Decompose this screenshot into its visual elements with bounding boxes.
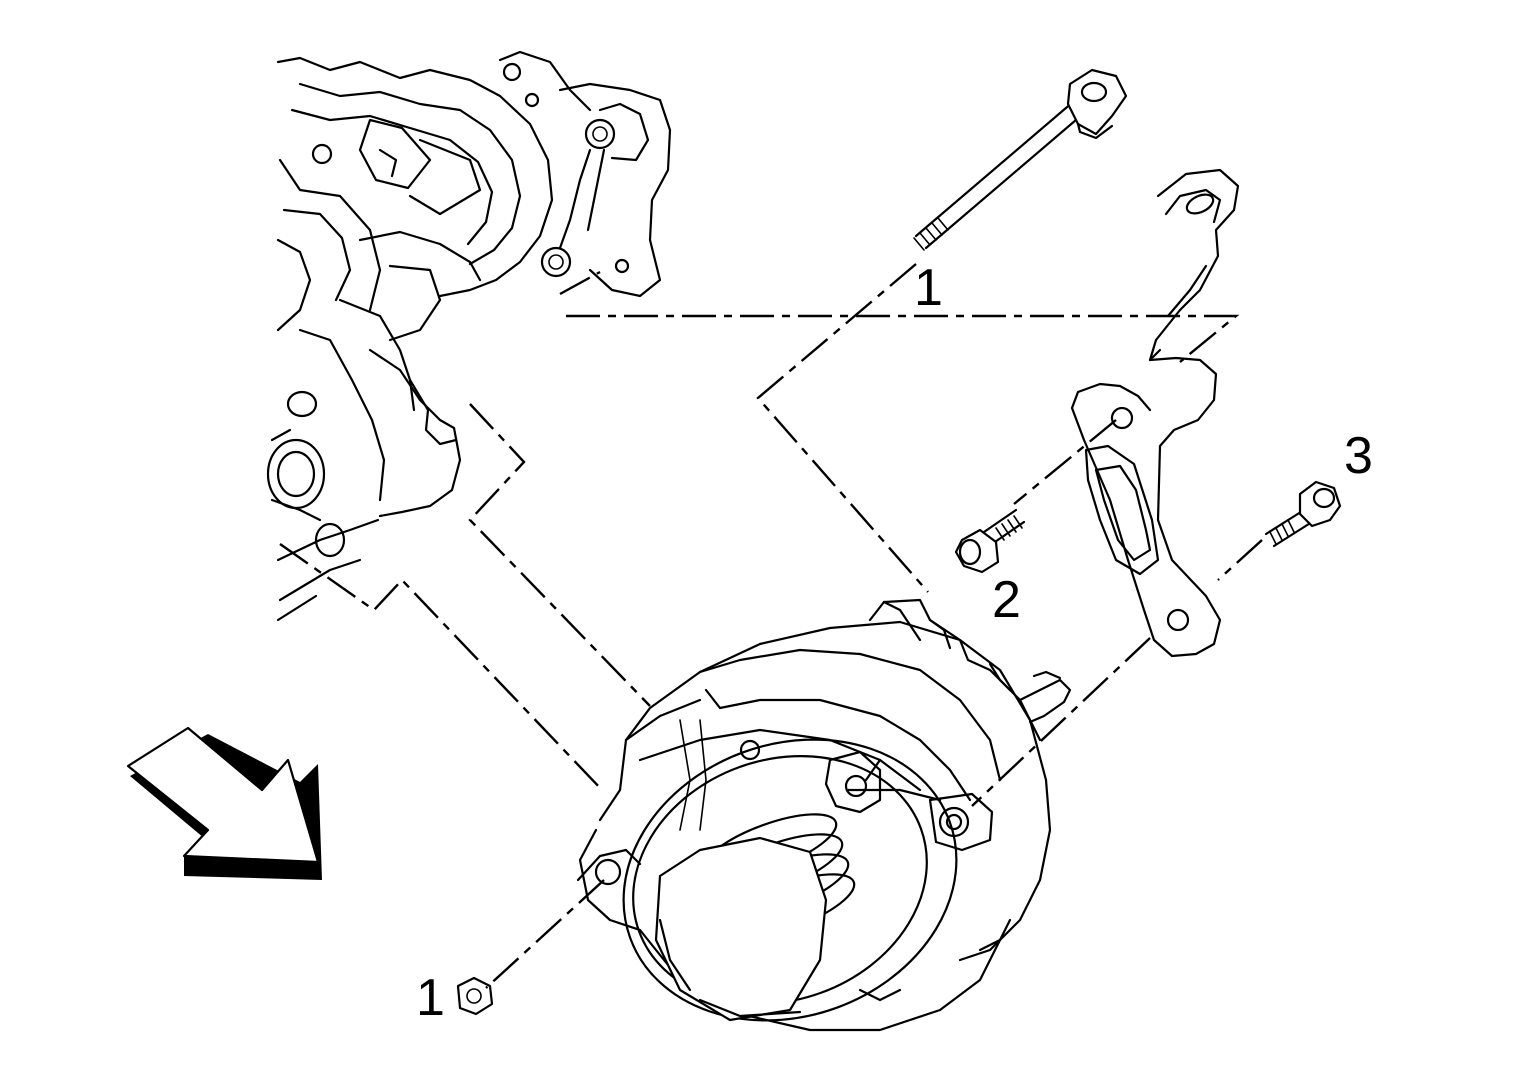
callout-long-bolt-label: 3: [1344, 427, 1373, 485]
callout-short-bolt-label: 2: [992, 571, 1021, 629]
alternator-support-bracket: [1070, 168, 1240, 658]
alignment-leader-lines: [279, 263, 1263, 989]
alternator: [576, 598, 1072, 1032]
short-bolt: [954, 508, 1026, 574]
alternator-long-stud: [913, 68, 1128, 251]
engine-mounting-bracket: [266, 50, 672, 622]
long-bolt: [1264, 480, 1342, 548]
retaining-nut: [456, 976, 494, 1016]
front-direction-arrow-icon: [126, 726, 322, 880]
callout-nut-label: 1: [416, 969, 445, 1027]
callout-stud-label: 1: [914, 259, 943, 317]
